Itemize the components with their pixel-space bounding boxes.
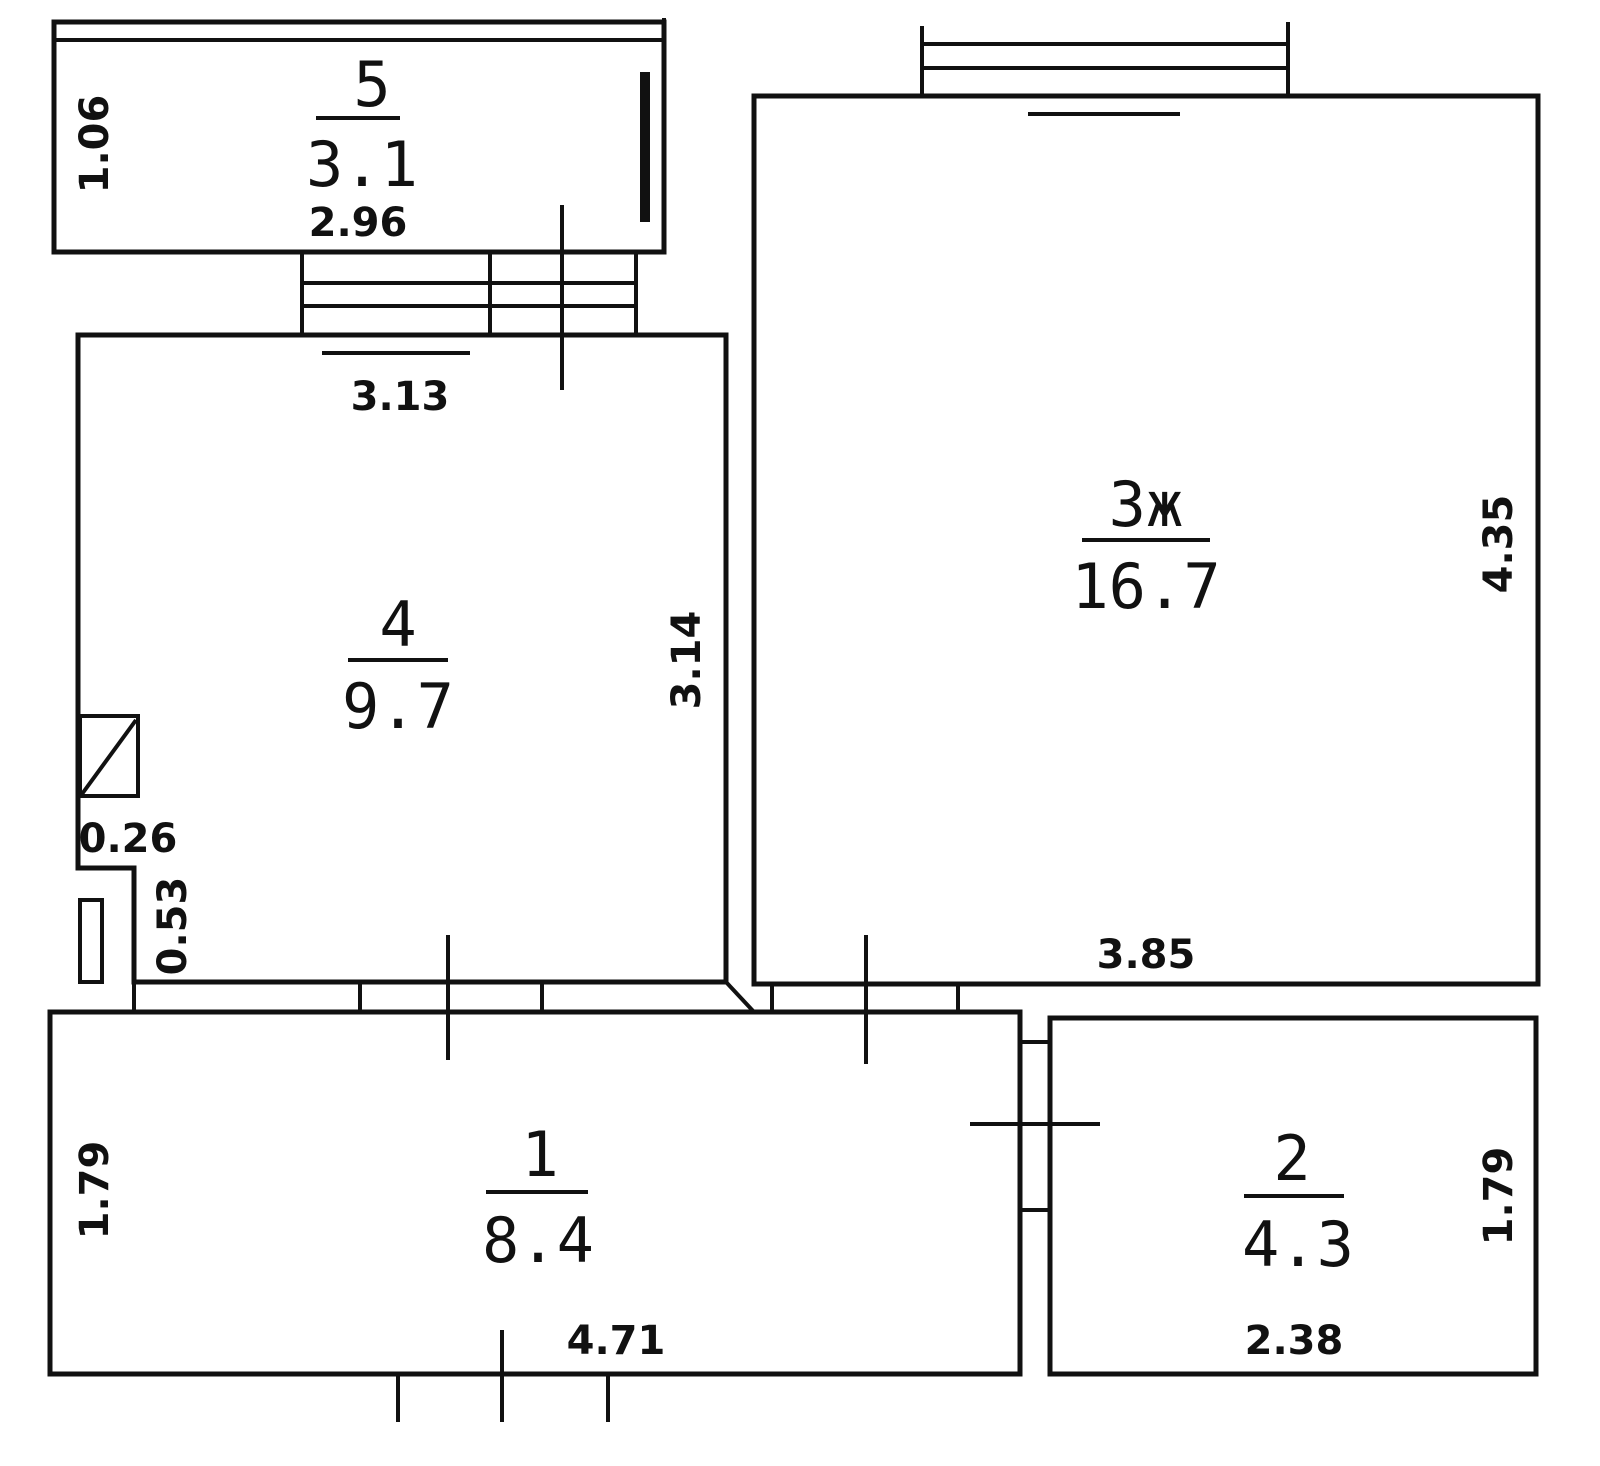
balcony-radiator: [640, 72, 650, 222]
room-1-area: 8.4: [482, 1204, 594, 1277]
dim-living-width: 3.85: [1097, 932, 1196, 978]
label-room-2: 2 4.3: [1242, 1122, 1354, 1281]
room-5-number: 5: [353, 48, 390, 121]
dim-bath-width: 2.38: [1245, 1318, 1344, 1364]
dim-niche-depth: 0.53: [150, 877, 196, 976]
label-room-5: 5 3.1: [306, 48, 418, 201]
niche-box: [78, 898, 104, 984]
dim-living-height: 4.35: [1476, 495, 1522, 594]
ventilation-shaft: [78, 714, 140, 798]
room-4-number: 4: [379, 588, 416, 661]
dim-kitchen-height: 3.14: [664, 611, 710, 710]
room-5-balcony: [51, 18, 667, 255]
room-3-living: [751, 22, 1541, 987]
room-4-area: 9.7: [342, 670, 454, 743]
label-room-1: 1 8.4: [482, 1118, 594, 1277]
label-room-4: 4 9.7: [342, 588, 454, 743]
dim-hall-height: 1.79: [72, 1141, 118, 1240]
dim-niche-width: 0.26: [79, 816, 178, 862]
dim-hall-width: 4.71: [567, 1318, 666, 1364]
room-5-area: 3.1: [306, 128, 418, 201]
room-2-number: 2: [1273, 1122, 1310, 1195]
dim-bath-height: 1.79: [1476, 1147, 1522, 1246]
room-2-area: 4.3: [1242, 1208, 1354, 1281]
balcony-door: [300, 205, 638, 390]
label-room-3: 3ж 16.7: [1071, 468, 1220, 623]
room-3-number: 3ж: [1109, 468, 1184, 541]
room-2-bathroom: [970, 1015, 1539, 1377]
room-4-kitchen: [75, 332, 729, 985]
room-1-hall: [47, 935, 1023, 1422]
dim-balcony-height: 1.06: [72, 95, 118, 194]
dim-kitchen-width: 3.13: [351, 374, 450, 420]
dim-balcony-width: 2.96: [309, 200, 408, 246]
room-1-number: 1: [521, 1118, 558, 1191]
room-3-area: 16.7: [1071, 550, 1220, 623]
